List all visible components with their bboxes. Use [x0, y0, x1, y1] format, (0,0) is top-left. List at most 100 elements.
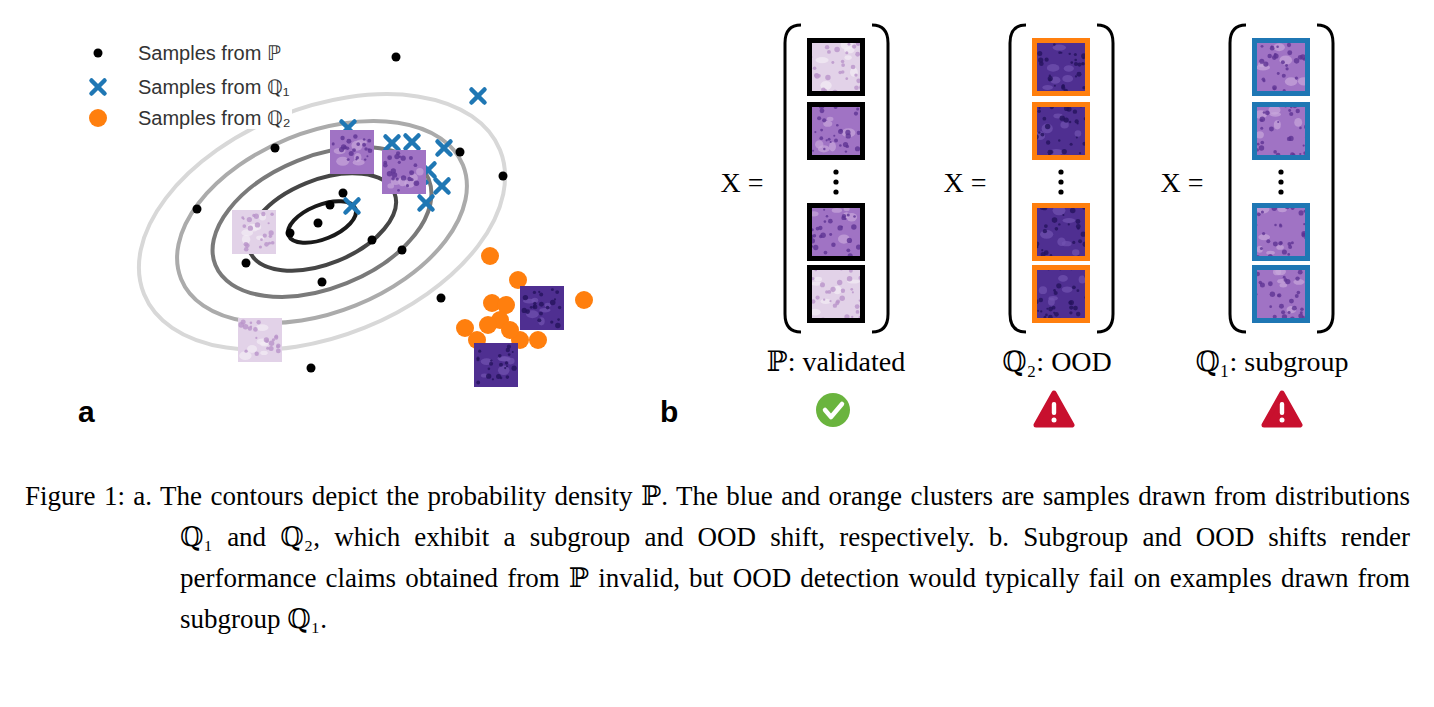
- tile-nucleus: [1260, 119, 1263, 122]
- tile-nucleus: [550, 320, 553, 323]
- tile-nucleus: [406, 184, 409, 187]
- tile-nucleus: [828, 219, 833, 224]
- tile-tissue: [1058, 275, 1068, 282]
- tile-nucleus: [276, 349, 281, 354]
- sample-dot: [314, 219, 323, 228]
- tile-nucleus: [269, 346, 274, 351]
- tile-nucleus: [839, 144, 842, 147]
- tile-tissue: [1063, 218, 1076, 223]
- vdots: [1058, 189, 1063, 194]
- tile-border: [810, 206, 863, 259]
- tile-nucleus: [414, 180, 420, 186]
- sample-dot: [286, 229, 295, 238]
- tile-nucleus: [339, 147, 344, 152]
- right-bracket: [872, 25, 888, 332]
- tile-nucleus: [820, 129, 823, 132]
- tile-ground: [807, 102, 865, 160]
- tile-ground: [1252, 102, 1310, 160]
- tile-nucleus: [1043, 229, 1047, 233]
- icon-bang: [1052, 418, 1057, 423]
- tile-group: [232, 130, 564, 387]
- tile-nucleus: [387, 155, 392, 160]
- tile-nucleus: [854, 112, 858, 116]
- tile-nucleus: [276, 343, 280, 347]
- tile-tissue: [1062, 241, 1072, 246]
- tile-nucleus: [1285, 64, 1288, 67]
- tile-nucleus: [241, 216, 244, 219]
- tile-ground: [474, 343, 518, 387]
- tile-nucleus: [820, 108, 825, 113]
- tile-nucleus: [512, 351, 514, 353]
- tile-nucleus: [1077, 62, 1081, 66]
- legend-text: Samples from ℚ₁: [136, 76, 291, 98]
- tile-nucleus: [1037, 51, 1042, 56]
- histology-tile: [474, 343, 518, 387]
- tile-nucleus: [827, 290, 831, 294]
- tile-nucleus: [554, 298, 556, 300]
- tile-nucleus: [834, 47, 840, 53]
- tile-border: [1255, 206, 1308, 259]
- tile-nucleus: [1299, 210, 1304, 215]
- tile-nucleus: [1079, 152, 1081, 154]
- tile-nucleus: [270, 212, 273, 215]
- tile-nucleus: [1074, 53, 1077, 56]
- tile-nucleus: [1052, 306, 1056, 310]
- tile-nucleus: [1282, 249, 1287, 254]
- tile-nucleus: [855, 304, 860, 309]
- tile-nucleus: [1069, 305, 1073, 309]
- histology-tile: [1032, 265, 1090, 323]
- tile-nucleus: [1045, 58, 1049, 62]
- tile-nucleus: [841, 216, 845, 220]
- tile-nucleus: [1266, 239, 1270, 243]
- tile-nucleus: [1053, 43, 1056, 46]
- sample-dot: [501, 321, 519, 339]
- tile-nucleus: [523, 295, 528, 300]
- tile-nucleus: [539, 292, 543, 296]
- sample-dot: [481, 247, 499, 265]
- tile-nucleus: [1298, 270, 1303, 275]
- tile-tissue: [1062, 286, 1073, 292]
- histology-tile: [1032, 203, 1090, 261]
- tile-nucleus: [533, 306, 535, 308]
- histology-tile: [807, 38, 865, 96]
- tile-nucleus: [826, 139, 828, 141]
- tile-nucleus: [261, 212, 265, 216]
- tile-nucleus: [367, 139, 371, 143]
- tile-nucleus: [1273, 87, 1276, 90]
- tile-nucleus: [1078, 239, 1082, 243]
- tile-tissue: [1039, 286, 1047, 294]
- tile-nucleus: [851, 65, 856, 70]
- left-bracket: [1010, 25, 1026, 332]
- tile-nucleus: [356, 142, 360, 146]
- tile-nucleus: [1064, 117, 1069, 122]
- tile-nucleus: [841, 63, 845, 67]
- tile-nucleus: [1300, 307, 1304, 311]
- tile-nucleus: [846, 248, 850, 252]
- tile-nucleus: [353, 134, 357, 138]
- tile-nucleus: [1062, 149, 1067, 154]
- tile-nucleus: [1076, 219, 1081, 224]
- icon-triangle: [1264, 393, 1300, 425]
- tile-nucleus: [828, 138, 831, 141]
- tile-nucleus: [401, 156, 406, 161]
- tile-nucleus: [852, 44, 856, 48]
- cross-stroke: [436, 180, 449, 193]
- tile-nucleus: [823, 148, 825, 150]
- tile-nucleus: [855, 52, 860, 57]
- histology-tile: [1252, 203, 1310, 261]
- tile-nucleus: [499, 363, 503, 367]
- tile-nucleus: [1055, 227, 1059, 231]
- tile-nucleus: [1040, 310, 1042, 312]
- tile-border: [1035, 268, 1088, 321]
- right-bracket: [1097, 25, 1113, 332]
- tile-border: [1255, 105, 1308, 158]
- icon-bang: [1280, 402, 1284, 415]
- tile-nucleus: [1276, 45, 1279, 48]
- legend-dot: [94, 49, 103, 58]
- tile-nucleus: [833, 135, 835, 137]
- tile-tissue: [1075, 130, 1082, 136]
- tile-nucleus: [1287, 50, 1292, 55]
- tile-nucleus: [824, 251, 828, 255]
- tile-nucleus: [833, 303, 837, 307]
- tile-nucleus: [1077, 227, 1080, 230]
